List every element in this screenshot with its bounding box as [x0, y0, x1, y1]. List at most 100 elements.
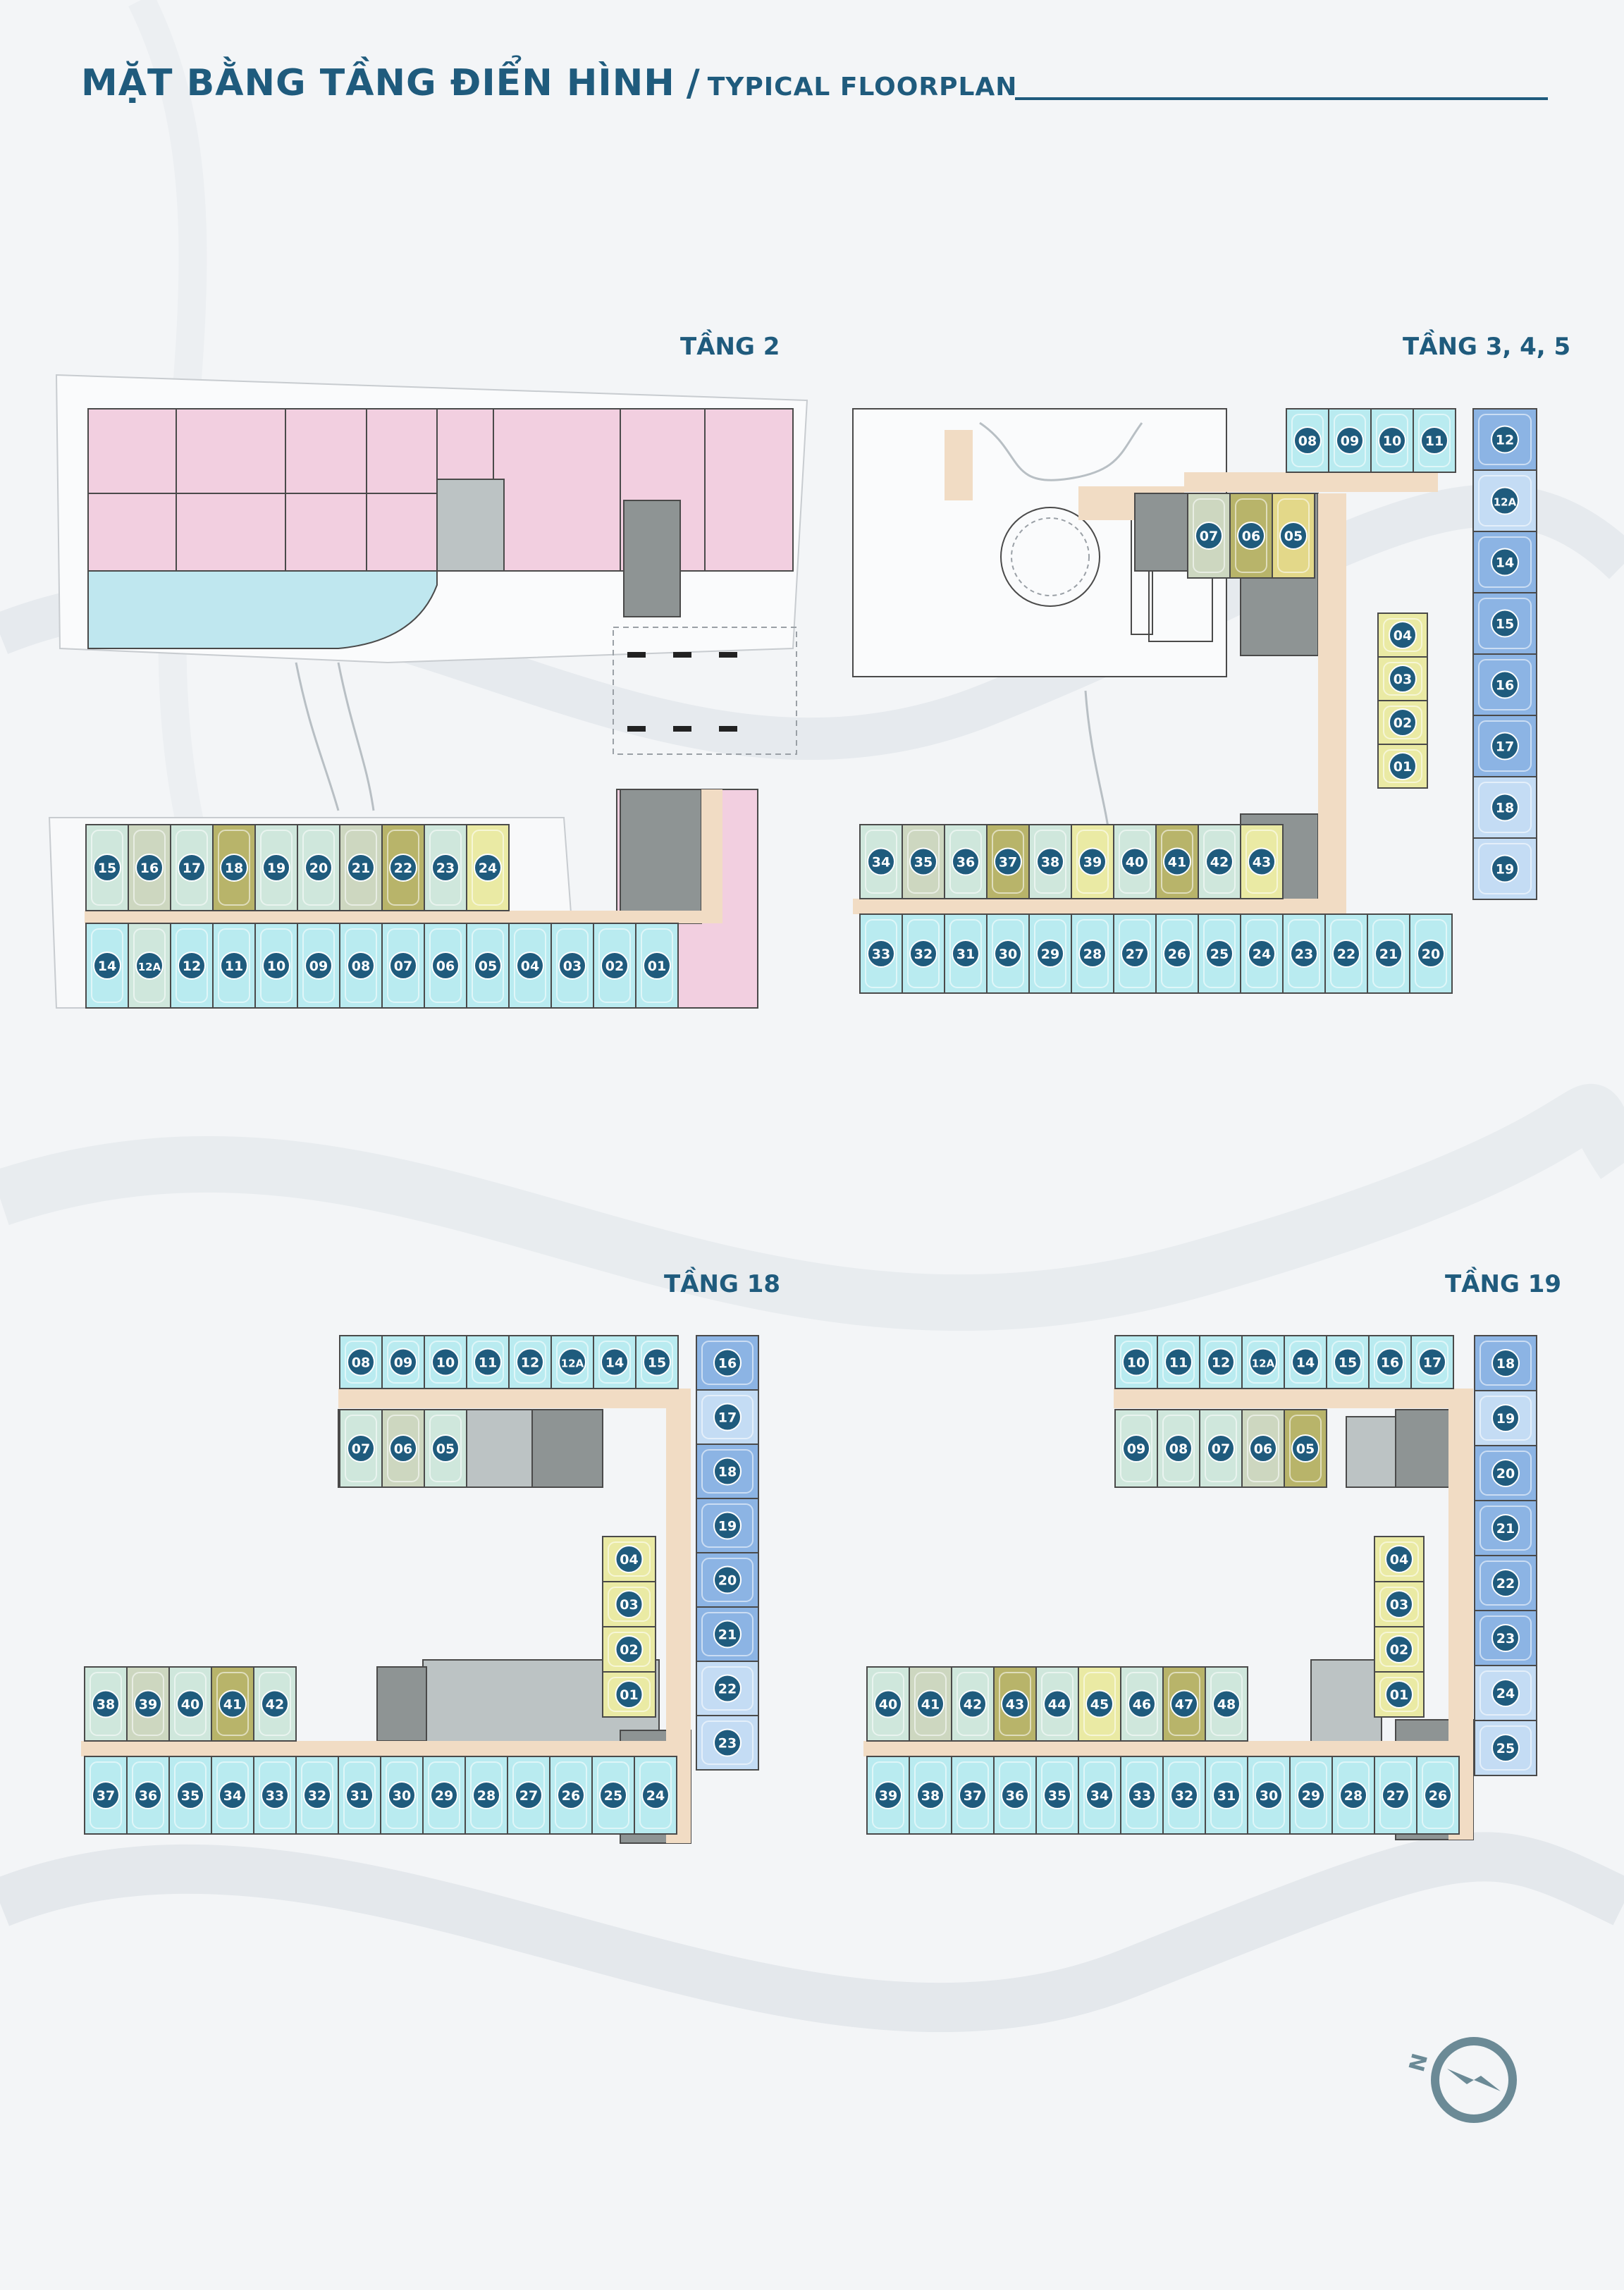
unit-29: 29 — [422, 1756, 466, 1835]
unit-number: 18 — [1496, 1356, 1515, 1372]
unit-badge — [93, 854, 121, 882]
unit-badge — [1212, 1781, 1241, 1809]
floor-label-3-4-5: TẦNG 3, 4, 5 — [1403, 333, 1571, 361]
unit-number: 24 — [1253, 947, 1271, 962]
title-separator: / — [686, 62, 701, 104]
unit-15: 15 — [1326, 1335, 1370, 1389]
unit-number: 08 — [352, 959, 370, 974]
unit-number: 38 — [921, 1788, 940, 1804]
unit-number: 03 — [1390, 1597, 1408, 1613]
unit-badge — [1491, 1459, 1520, 1487]
unit-badge — [1378, 426, 1406, 455]
unit-badge — [1491, 1679, 1520, 1707]
unit-badge — [1078, 847, 1107, 876]
unit-number: 26 — [1429, 1788, 1447, 1804]
unit-badge — [178, 854, 206, 882]
void-area — [1346, 1416, 1403, 1488]
unit-badge — [713, 1511, 742, 1540]
unit-badge — [1001, 1689, 1029, 1718]
unit-badge — [713, 1728, 742, 1757]
unit-badge — [1332, 940, 1360, 968]
unit-number: 11 — [1169, 1355, 1188, 1371]
unit-number: 12A — [1252, 1358, 1275, 1370]
unit-number: 34 — [1090, 1788, 1109, 1804]
unit-number: 28 — [1344, 1788, 1362, 1804]
unit-40: 40 — [1113, 824, 1157, 899]
unit-number: 40 — [181, 1697, 199, 1713]
unit-badge — [713, 1403, 742, 1432]
unit-badge — [867, 940, 895, 968]
unit-40: 40 — [168, 1666, 212, 1742]
unit-badge — [1420, 426, 1448, 455]
unit-number: 16 — [140, 861, 159, 876]
unit-number: 15 — [648, 1355, 666, 1371]
unit-badge — [1334, 1348, 1362, 1377]
unit-badge — [1207, 1348, 1235, 1377]
unit-26: 26 — [549, 1756, 593, 1835]
unit-number: 34 — [872, 855, 890, 870]
unit-07: 07 — [381, 923, 425, 1009]
unit-06: 06 — [1241, 1409, 1285, 1488]
unit-28: 28 — [465, 1756, 508, 1835]
unit-41: 41 — [909, 1666, 952, 1742]
unit-22: 22 — [1324, 913, 1368, 994]
page-title: MẶT BẰNG TẦNG ĐIỂN HÌNH/TYPICAL FLOORPLA… — [81, 62, 1017, 104]
unit-number: 27 — [519, 1788, 538, 1804]
unit-badge — [1385, 1590, 1413, 1618]
unit-01: 01 — [602, 1671, 656, 1718]
unit-badge — [643, 952, 671, 980]
corridor — [1318, 493, 1346, 906]
unit-number: 39 — [1083, 855, 1102, 870]
unit-badge — [135, 854, 164, 882]
unit-number: 37 — [97, 1788, 115, 1804]
unit-10: 10 — [1114, 1335, 1158, 1389]
unit-badge — [1491, 425, 1519, 454]
unit-16: 16 — [1472, 653, 1537, 716]
unit-badge — [1382, 1781, 1410, 1809]
unit-31: 31 — [1205, 1756, 1248, 1835]
unit-38: 38 — [84, 1666, 128, 1742]
unit-badge — [388, 1781, 416, 1809]
unit-number: 26 — [1168, 947, 1186, 962]
floor-label-19: TẦNG 19 — [1445, 1270, 1562, 1298]
unit-02: 02 — [1374, 1626, 1425, 1673]
unit-badge — [867, 847, 895, 876]
unit-badge — [1036, 847, 1064, 876]
unit-badge — [303, 1781, 331, 1809]
unit-number: 14 — [98, 959, 116, 974]
unit-number: 03 — [1394, 672, 1412, 687]
unit-02: 02 — [602, 1626, 656, 1673]
unit-37: 37 — [951, 1756, 995, 1835]
unit-number: 12A — [1494, 496, 1517, 509]
unit-badge — [389, 854, 417, 882]
unit-badge — [176, 1781, 204, 1809]
unit-number: 17 — [1496, 739, 1514, 755]
unit-27: 27 — [1113, 913, 1157, 994]
unit-badge — [1491, 1624, 1520, 1652]
unit-badge — [515, 1781, 543, 1809]
unit-number: 39 — [139, 1697, 157, 1713]
unit-number: 06 — [436, 959, 455, 974]
unit-badge — [994, 940, 1022, 968]
unit-badge — [1121, 847, 1149, 876]
unit-number: 09 — [1127, 1441, 1145, 1457]
unit-badge — [389, 1434, 417, 1463]
unit-number: 44 — [1048, 1697, 1066, 1713]
unit-badge — [1170, 1781, 1198, 1809]
unit-12: 12 — [1199, 1335, 1243, 1389]
unit-number: 23 — [436, 861, 455, 876]
unit-badge — [1279, 522, 1308, 550]
unit-badge — [1121, 940, 1149, 968]
unit-16: 16 — [696, 1335, 759, 1391]
unit-badge — [92, 1781, 120, 1809]
unit-21: 21 — [1474, 1500, 1537, 1556]
unit-41: 41 — [211, 1666, 254, 1742]
